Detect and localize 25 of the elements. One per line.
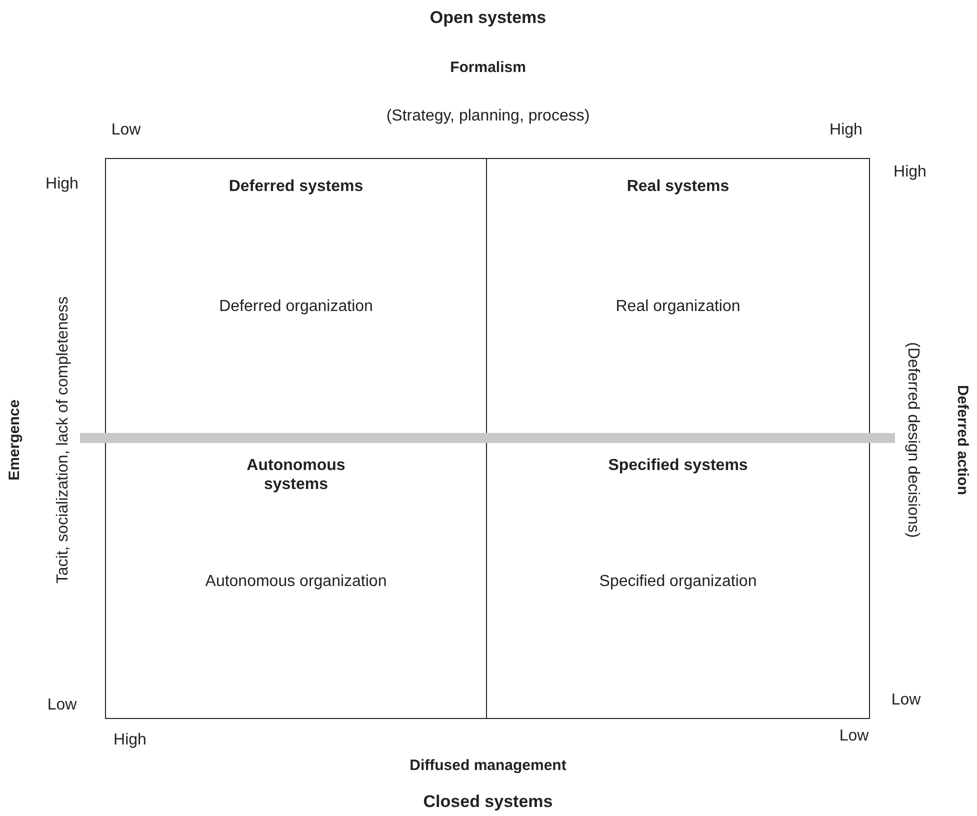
quadrant-heading: Real systems [626,177,730,196]
quadrant-heading: Specified systems [608,456,748,476]
scale-label: High [830,120,862,140]
axis-subtitle: (Deferred design decisions) [904,342,923,538]
quadrant-text: Real organization [616,297,740,316]
quadrant-text: Deferred organization [219,297,373,316]
pole-label: Closed systems [423,792,553,812]
scale-label: High [894,162,926,182]
axis-title: Formalism [450,59,526,77]
axis-subtitle: Tacit, socialization, lack of completeness [53,296,72,584]
axis-subtitle: (Strategy, planning, process) [386,106,590,126]
scale-label: High [114,730,146,750]
scale-label: High [46,174,78,194]
quadrant-text: Specified organization [599,572,757,592]
pole-label: Open systems [430,8,546,28]
quadrant-heading: Autonomous systems [246,456,346,494]
axis-title: Diffused management [410,757,566,775]
scale-label: Low [891,690,921,710]
scale-label: Low [111,120,141,140]
scale-label: Low [839,726,869,746]
quadrant-heading: Deferred systems [228,177,364,196]
quadrant-text: Autonomous organization [205,572,387,592]
axis-title: Deferred action [953,384,971,496]
scale-label: Low [47,695,77,715]
axis-title: Emergence [6,400,24,480]
